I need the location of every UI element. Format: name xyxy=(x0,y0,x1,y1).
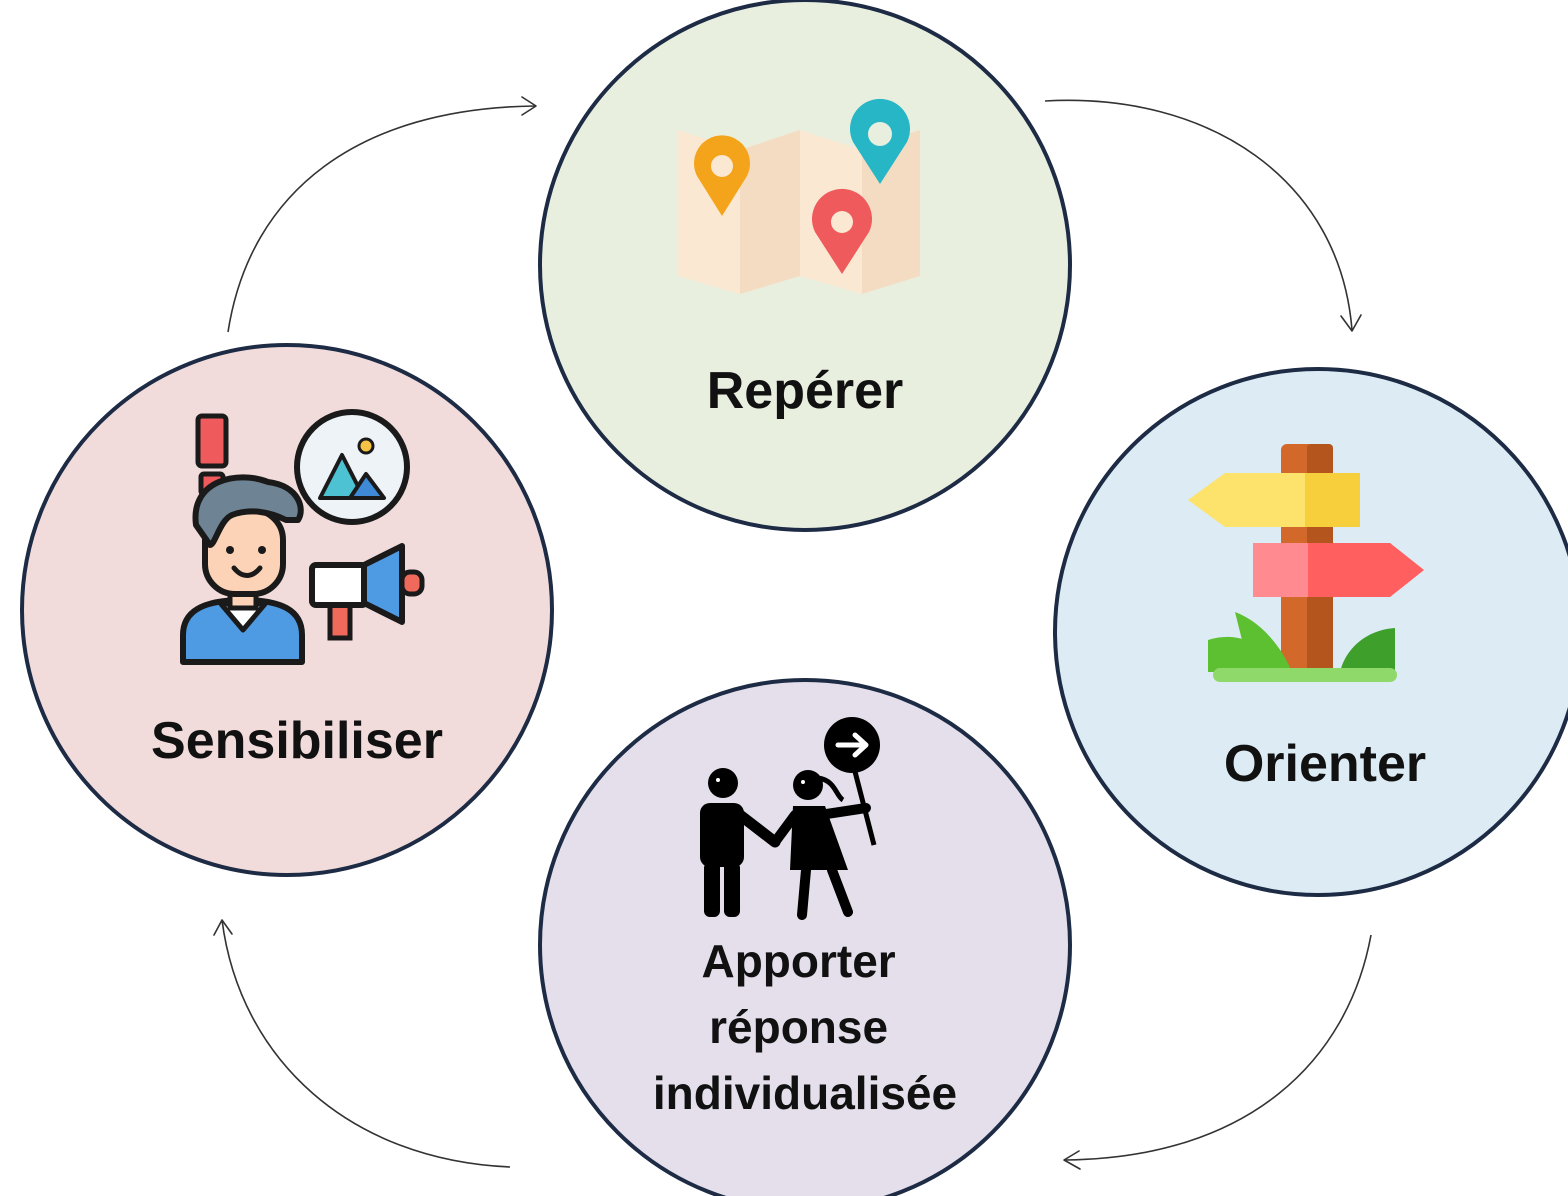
step-orienter: Orienter xyxy=(1053,367,1568,897)
step-apporter: Apporter réponse individualisée xyxy=(538,678,1072,1196)
step-circle-apporter xyxy=(538,678,1072,1196)
cycle-arrows xyxy=(213,96,1372,1170)
arrow-apporter-to-sensibiliser xyxy=(213,919,511,1168)
step-label-apporter-line-2: réponse xyxy=(709,1001,888,1053)
step-label-reperer: Repérer xyxy=(707,362,904,420)
people-guide-icon xyxy=(700,717,880,920)
step-reperer: Repérer xyxy=(538,0,1072,532)
arrow-sensibiliser-to-reperer xyxy=(227,96,537,333)
step-sensibiliser: Sensibiliser xyxy=(20,343,554,877)
step-label-orienter: Orienter xyxy=(1224,735,1426,793)
map-pins-icon xyxy=(678,98,920,294)
step-label-apporter-line-3: individualisée xyxy=(653,1067,957,1119)
arrow-orienter-to-apporter xyxy=(1063,934,1372,1170)
step-label-apporter: Apporter réponse individualisée xyxy=(653,935,957,1119)
signpost-icon xyxy=(1188,444,1424,682)
step-label-sensibiliser: Sensibiliser xyxy=(151,712,443,770)
awareness-person-icon xyxy=(180,409,425,665)
arrow-reperer-to-orienter xyxy=(1044,99,1362,332)
step-label-apporter-line-1: Apporter xyxy=(701,935,895,987)
